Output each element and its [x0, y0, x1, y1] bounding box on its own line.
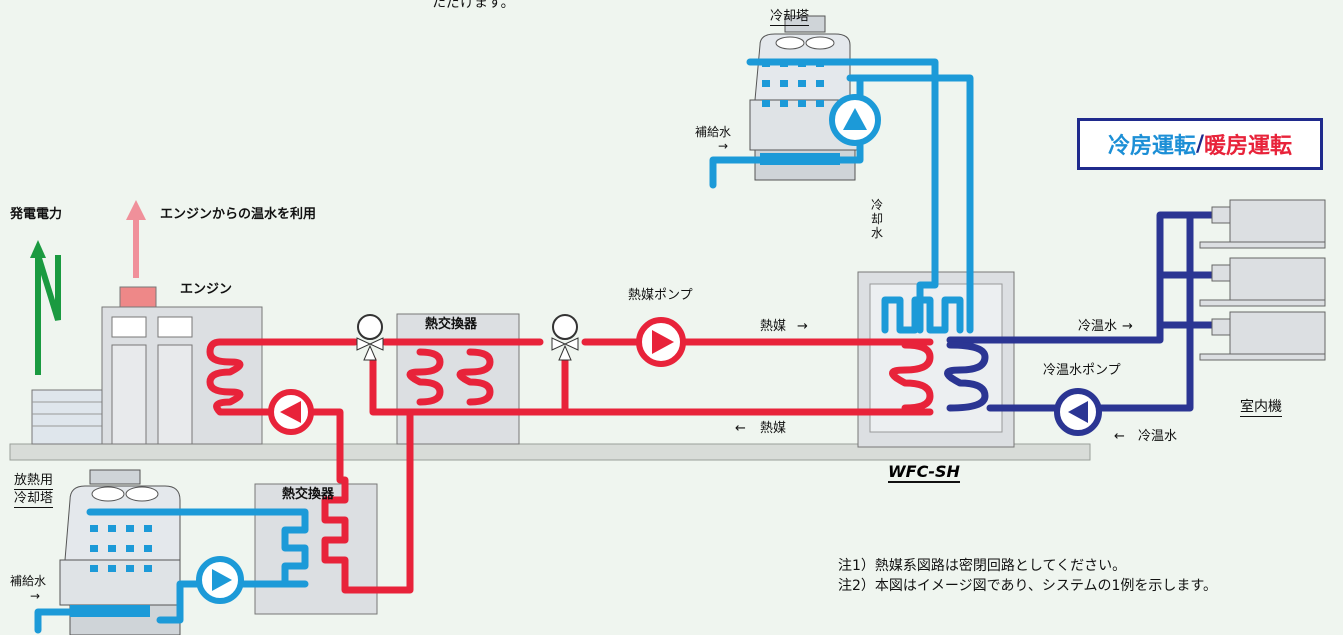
note-2: 注2）本図はイメージ図であり、システムの1例を示します。 — [838, 578, 1218, 594]
ground-slab — [9, 443, 1091, 461]
radiator-cooling-tower — [59, 469, 181, 635]
engine-label: エンジン — [180, 282, 233, 297]
operation-mode-box: 冷房運転/暖房運転 — [1077, 118, 1323, 170]
chilled-water-arrow-right: → — [1122, 319, 1133, 334]
pump-radiator — [196, 556, 244, 604]
chilled-water-label-bottom: 冷温水 — [1138, 429, 1178, 444]
top-fragment-text: ただけます。 — [432, 0, 515, 11]
engine-exhaust-arrow — [126, 200, 146, 278]
pump-heat-medium — [636, 317, 686, 367]
heat-medium-label-top: 熱媒 — [760, 319, 787, 334]
wfc-sh-unit — [857, 271, 1015, 448]
heat-medium-pipes — [206, 338, 934, 594]
mode-separator: / — [1195, 131, 1205, 157]
heat-exchanger-bottom — [254, 483, 378, 615]
chilled-water-pump-label: 冷温水ポンプ — [1043, 363, 1121, 378]
makeup-water-bottom-arrow: → — [30, 589, 41, 603]
pump-cooling-tower — [829, 94, 881, 146]
chilled-water-label-top: 冷温水 — [1078, 319, 1118, 334]
note-1: 注1）熱媒系図路は密閉回路としてください。 — [838, 558, 1127, 574]
heat-medium-pump-label: 熱媒ポンプ — [628, 288, 693, 303]
makeup-water-top-arrow: → — [718, 139, 729, 153]
heat-medium-label-bottom: 熱媒 — [760, 421, 787, 436]
power-output-arrow — [30, 240, 61, 375]
heating-mode-text: 暖房運転 — [1204, 134, 1293, 159]
engine-unit — [101, 286, 263, 445]
makeup-water-bottom-label: 補給水 — [10, 574, 47, 588]
heat-exchanger-mid-label: 熱交換器 — [425, 317, 478, 332]
generator-unit — [31, 389, 103, 445]
power-label: 発電電力 — [10, 207, 63, 222]
chilled-water-pipes — [944, 211, 1219, 412]
engine-hot-water-label: エンジンからの温水を利用 — [160, 207, 317, 222]
three-way-valve-1 — [356, 314, 384, 361]
radiator-tower-label: 放熱用冷却塔 — [14, 472, 64, 508]
cooling-tower-label: 冷却塔 — [770, 9, 810, 27]
cooling-mode-text: 冷房運転 — [1107, 134, 1196, 159]
indoor-units — [1199, 199, 1326, 361]
heat-medium-arrow-left: ← — [735, 421, 746, 436]
indoor-unit-label: 室内機 — [1240, 399, 1282, 418]
pump-chilled-water — [1054, 388, 1102, 436]
heat-exchanger-bottom-label: 熱交換器 — [282, 487, 335, 502]
makeup-water-top-label: 補給水 — [695, 125, 732, 139]
three-way-valve-2 — [551, 314, 579, 361]
cooling-water-vertical-label: 冷却水 — [870, 198, 883, 240]
pump-engine — [268, 389, 314, 435]
chilled-water-arrow-left: ← — [1114, 429, 1125, 444]
heat-medium-arrow-right: → — [797, 319, 808, 334]
radiator-tower-label-text: 放熱用冷却塔 — [14, 473, 54, 508]
wfc-sh-label: WFC-SH — [888, 462, 960, 483]
